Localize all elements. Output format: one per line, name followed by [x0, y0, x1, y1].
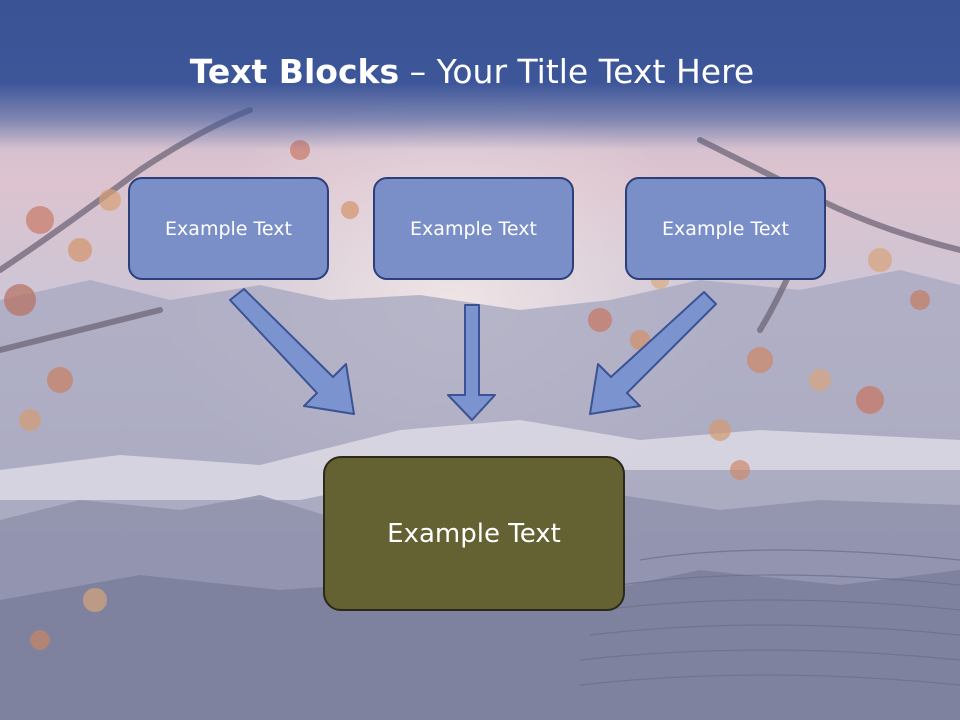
title-bar	[0, 0, 960, 150]
title-bold-text: Text Blocks	[189, 52, 400, 91]
text-block-top-left-label: Example Text	[165, 217, 292, 240]
text-block-top-left[interactable]: Example Text	[128, 177, 329, 280]
text-block-top-right-label: Example Text	[662, 217, 789, 240]
arrow-center-to-main	[447, 304, 496, 421]
text-block-top-right[interactable]: Example Text	[625, 177, 826, 280]
text-block-main-label: Example Text	[387, 518, 561, 549]
arrow-left-to-main	[229, 288, 355, 415]
slide-title: Text Blocks – Your Title Text Here	[0, 52, 944, 91]
title-dash: –	[399, 52, 437, 91]
text-block-main[interactable]: Example Text	[323, 456, 625, 611]
title-rest-text: Your Title Text Here	[436, 52, 755, 91]
text-block-top-center[interactable]: Example Text	[373, 177, 574, 280]
text-block-top-center-label: Example Text	[410, 217, 537, 240]
arrow-right-to-main	[589, 291, 717, 415]
